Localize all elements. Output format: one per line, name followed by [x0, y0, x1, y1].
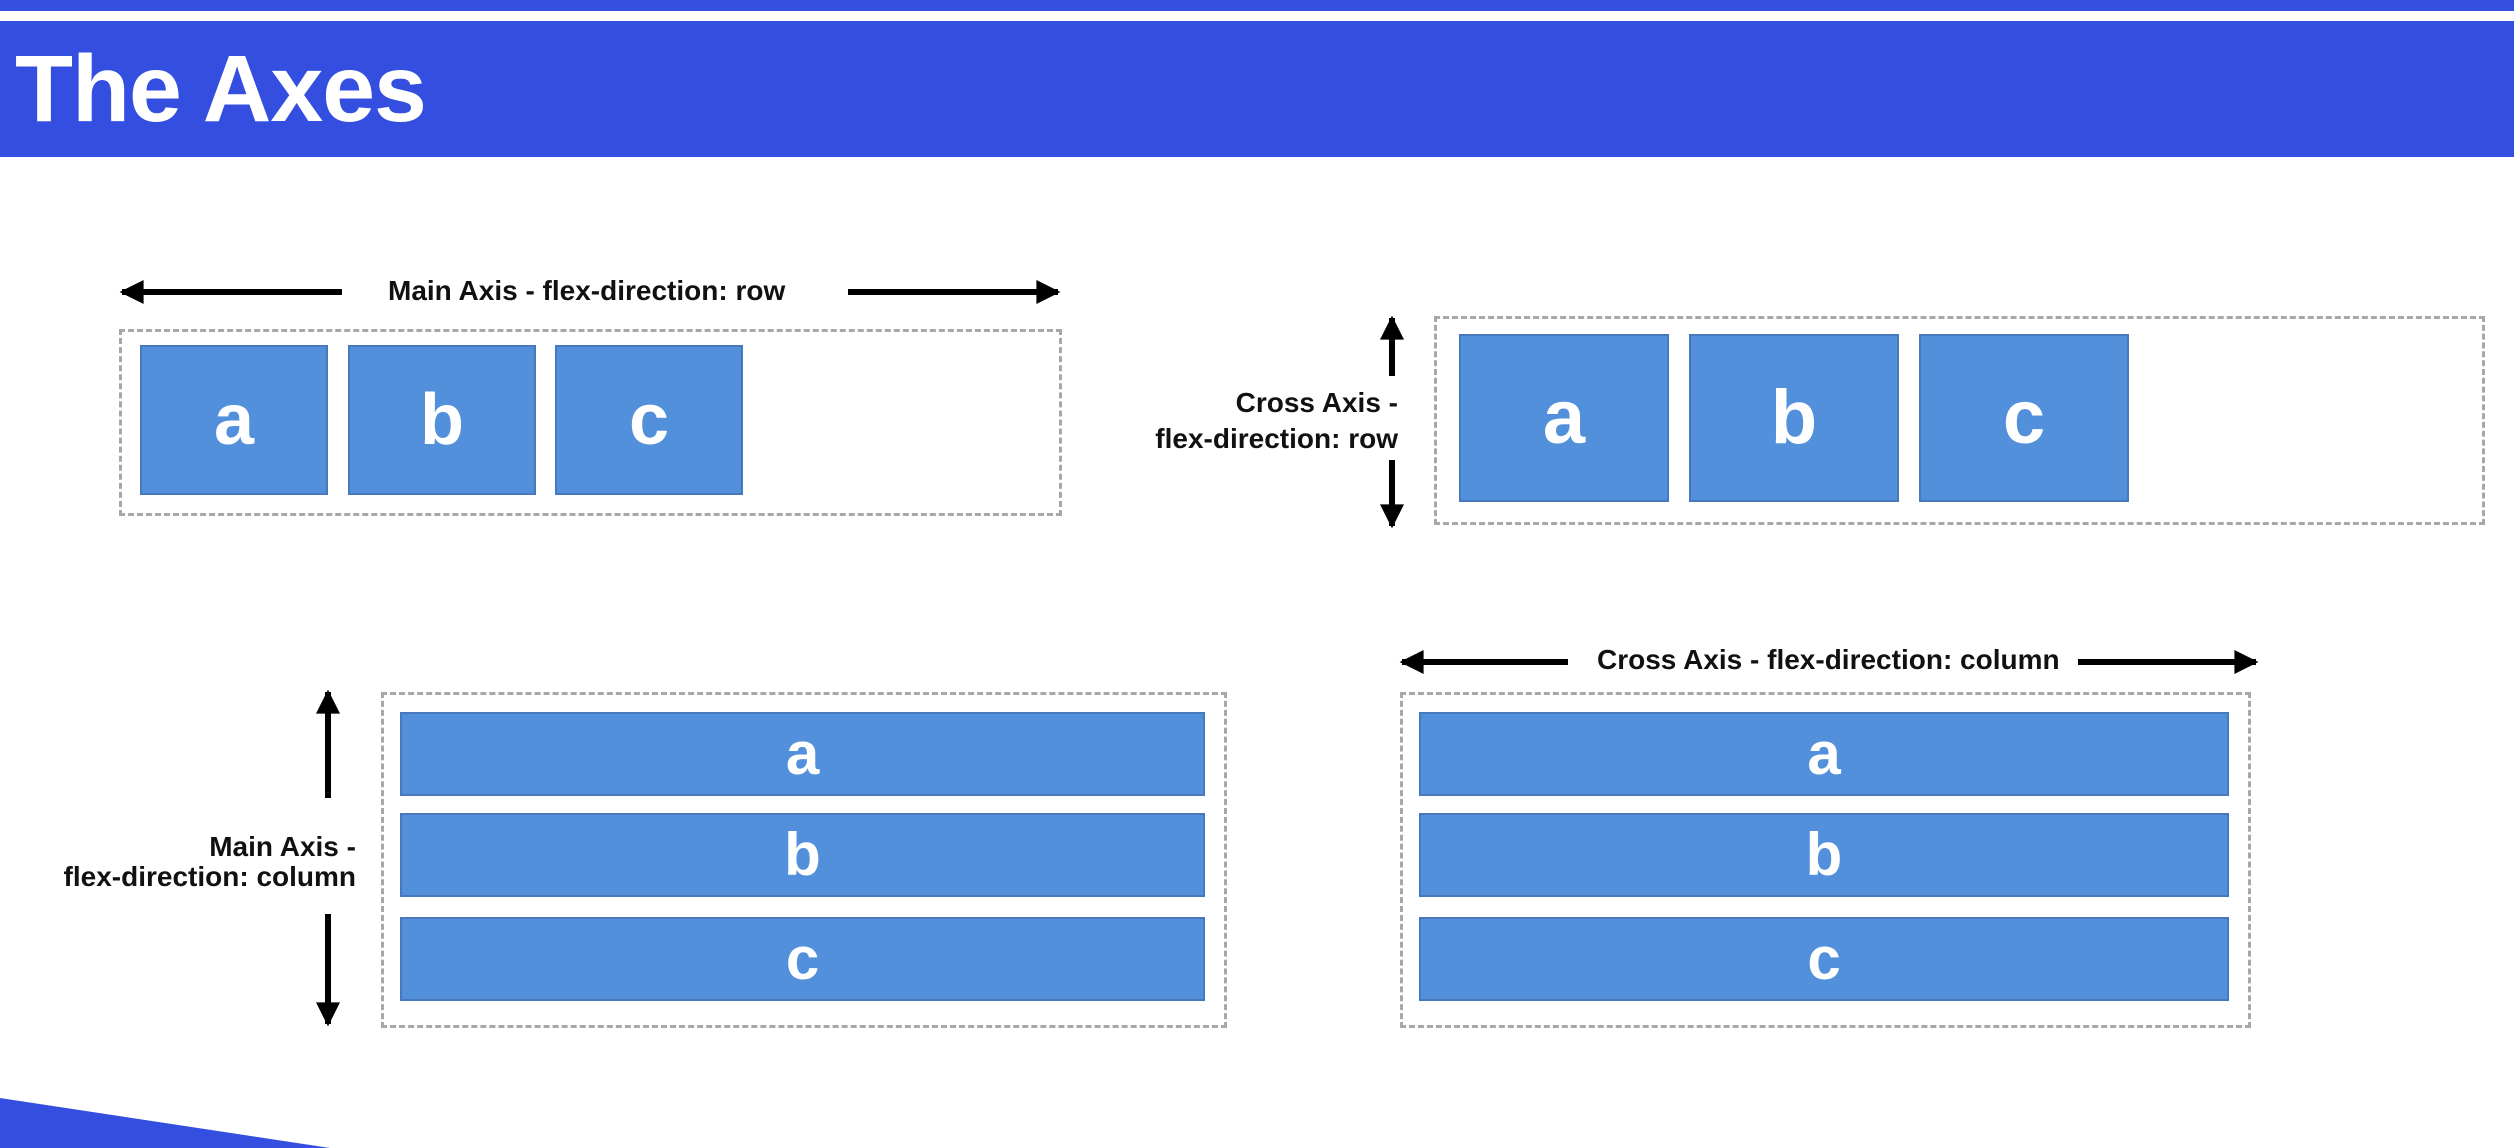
- flex-item-b: b: [348, 345, 536, 495]
- page-title: The Axes: [15, 36, 427, 142]
- flex-row-container: [1434, 316, 2485, 525]
- cross-axis-row-label-line1: Cross Axis -: [1235, 387, 1398, 418]
- flex-column-container: [381, 692, 1227, 1028]
- flex-item-a: a: [1419, 712, 2229, 796]
- flex-item-b: b: [400, 813, 1205, 897]
- cross-axis-row-label-line2: flex-direction: row: [1155, 423, 1398, 454]
- flex-item-c: c: [1419, 917, 2229, 1001]
- flex-item-c: c: [400, 917, 1205, 1001]
- flex-item-c: c: [555, 345, 743, 495]
- flex-item-b: b: [1419, 813, 2229, 897]
- main-axis-column-label-line1: Main Axis -: [209, 831, 356, 862]
- flex-item-a: a: [1459, 334, 1669, 502]
- flex-item-a: a: [140, 345, 328, 495]
- top-accent-stripe: [0, 0, 2514, 11]
- flex-column-container: [1400, 692, 2251, 1028]
- cross-axis-column-label: Cross Axis - flex-direction: column: [1597, 644, 2060, 675]
- flex-item-b: b: [1689, 334, 1899, 502]
- main-axis-row-label: Main Axis - flex-direction: row: [388, 275, 786, 306]
- flex-item-c: c: [1919, 334, 2129, 502]
- title-bar: The Axes: [0, 21, 2514, 157]
- flex-item-a: a: [400, 712, 1205, 796]
- corner-decoration: [0, 1098, 330, 1148]
- flex-row-container: [119, 329, 1062, 516]
- main-axis-column-label-line2: flex-direction: column: [63, 861, 356, 892]
